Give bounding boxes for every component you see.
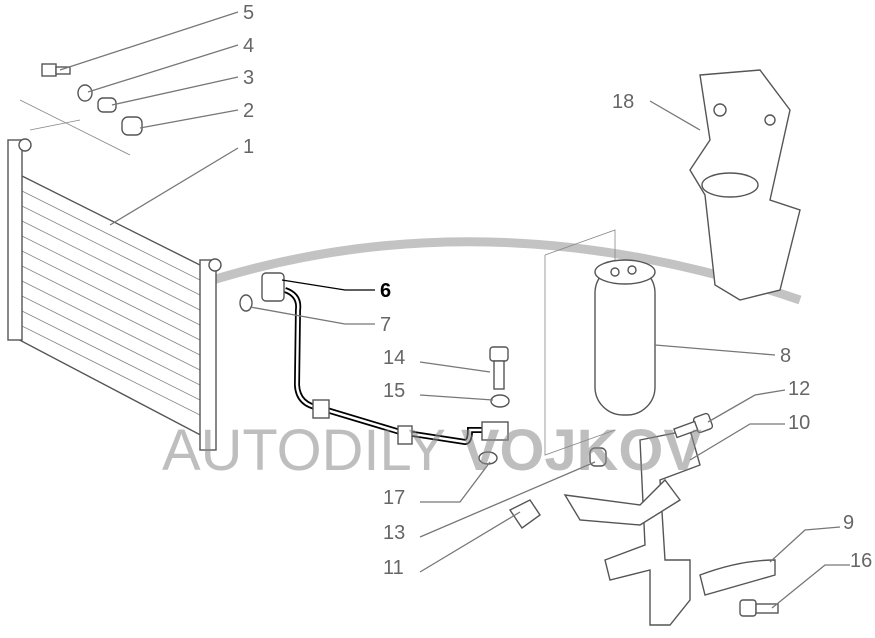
ac-pipe-part-6[interactable] — [261, 272, 509, 446]
callout-2[interactable]: 2 — [243, 100, 254, 122]
callout-10[interactable]: 10 — [788, 412, 810, 434]
callout-15[interactable]: 15 — [383, 380, 405, 402]
callout-13[interactable]: 13 — [383, 522, 405, 544]
bracket-part-10[interactable] — [563, 429, 701, 626]
callout-11[interactable]: 11 — [383, 557, 404, 579]
washer-part-15[interactable] — [490, 394, 510, 408]
callout-12[interactable]: 12 — [788, 378, 810, 400]
callout-17[interactable]: 17 — [383, 487, 405, 509]
callout-4[interactable]: 4 — [243, 35, 254, 57]
washer-part-4[interactable] — [77, 84, 93, 102]
clamp-part-9[interactable] — [699, 559, 776, 596]
callout-8[interactable]: 8 — [780, 345, 791, 367]
callout-9[interactable]: 9 — [843, 512, 854, 534]
seal-part-7[interactable] — [239, 294, 253, 312]
callout-16[interactable]: 16 — [850, 550, 872, 572]
receiver-drier-part-8[interactable] — [594, 259, 656, 416]
bushing-part-13[interactable] — [589, 447, 607, 467]
bolt-part-16[interactable] — [739, 599, 779, 617]
bushing-part-2[interactable] — [121, 116, 143, 136]
leader-lines — [59, 11, 850, 609]
callout-1[interactable]: 1 — [243, 136, 254, 158]
condenser-part[interactable] — [7, 138, 222, 451]
callout-5[interactable]: 5 — [243, 2, 254, 24]
bracket-lines — [19, 99, 131, 156]
callout-18[interactable]: 18 — [612, 91, 634, 113]
bolt-part-5[interactable] — [41, 63, 71, 77]
watermark-text: AUTODILY VOJKOV — [162, 418, 702, 483]
drier-assembly-outline — [544, 229, 616, 456]
clip-part-11[interactable] — [508, 499, 541, 529]
bolt-part-14[interactable] — [489, 346, 509, 390]
bushing-part-3[interactable] — [97, 97, 117, 113]
callout-3[interactable]: 3 — [243, 67, 254, 89]
callout-7[interactable]: 7 — [380, 314, 391, 336]
bolt-part-12[interactable] — [673, 412, 714, 439]
callout-6[interactable]: 6 — [380, 280, 391, 302]
callout-14[interactable]: 14 — [383, 347, 405, 369]
bracket-part-18[interactable] — [689, 69, 801, 301]
